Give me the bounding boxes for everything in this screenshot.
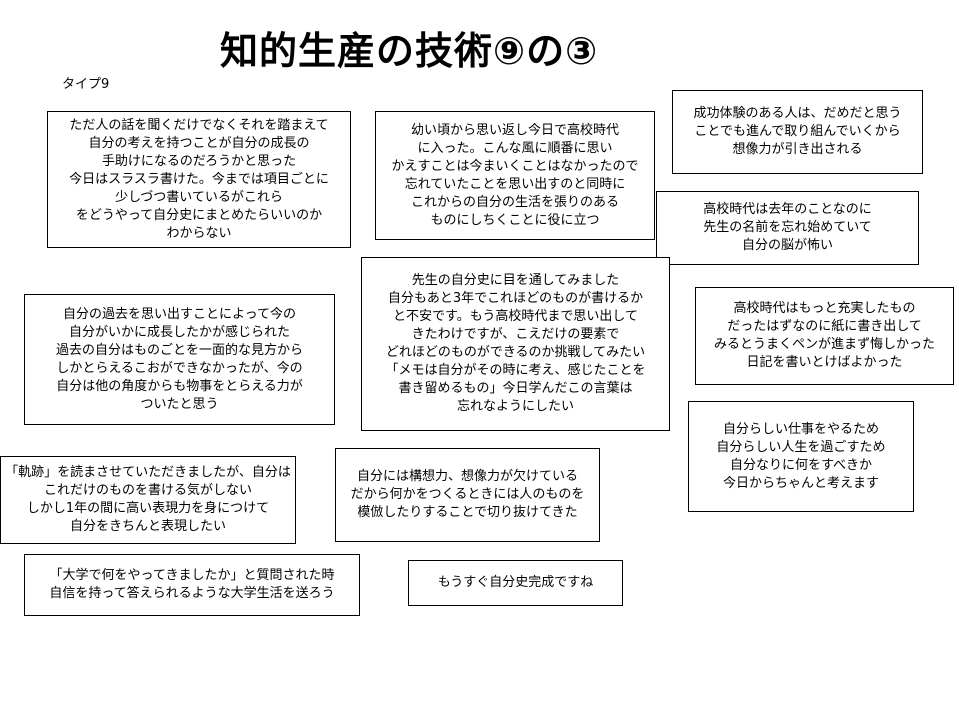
note-line: きたわけですが、こえだけの要素で — [411, 327, 620, 342]
note-line: 自分の脳が怖い — [741, 238, 833, 253]
note-box-9: 「軌跡」を読まさせていただきましたが、自分はこれだけのものを書ける気がしないしか… — [0, 456, 296, 544]
note-line: 自分は他の角度からも物事をとらえる力が — [56, 378, 303, 394]
note-line: 過去の自分はものごとを一面的な見方から — [55, 342, 303, 358]
note-line: 自分には構想力、想像力が欠けている — [356, 469, 578, 484]
note-line: どれほどのものができるのか挑戦してみたい — [385, 345, 646, 360]
note-line: かえすことは今まいくことはなかったので — [391, 158, 639, 174]
note-box-2: 幼い頃から思い返し今日で高校時代に入った。こんな風に順番に思いかえすことは今まい… — [375, 111, 655, 240]
note-line: 先生の名前を忘れ始めていて — [703, 220, 872, 235]
note-line: ことでも進んで取り組んでいくから — [694, 124, 901, 139]
note-line: だから何かをつくるときには人のものを — [350, 487, 585, 502]
note-box-4: 高校時代は去年のことなのに先生の名前を忘れ始めていて自分の脳が怖い — [656, 191, 919, 265]
note-line: 自分もあと3年でこれほどのものが書けるか — [387, 291, 644, 306]
note-line: 成功体験のある人は、だめだと思う — [693, 106, 902, 121]
note-box-1: ただ人の話を聞くだけでなくそれを踏まえて自分の考えを持つことが自分の成長の手助け… — [47, 111, 351, 248]
note-line: 自分らしい人生を過ごすため — [716, 439, 886, 455]
note-line: 自分をきちんと表現したい — [69, 519, 226, 534]
note-line: 先生の自分史に目を通してみました — [411, 273, 620, 288]
note-line: 模倣したりすることで切り抜けてきた — [357, 505, 578, 520]
note-line: 想像力が引き出される — [732, 142, 863, 157]
note-box-7: 高校時代はもっと充実したものだったはずなのに紙に書き出してみるとうまくペンが進ま… — [695, 287, 954, 385]
note-line: ついたと思う — [140, 396, 219, 412]
note-line: 幼い頃から思い返し今日で高校時代 — [410, 122, 619, 138]
note-line: これだけのものを書ける気がしない — [43, 483, 252, 498]
note-line: 「軌跡」を読まさせていただきましたが、自分は — [5, 465, 291, 480]
note-line: 少しづつ書いているがこれら — [115, 189, 283, 205]
note-box-3: 成功体験のある人は、だめだと思うことでも進んで取り組んでいくから想像力が引き出さ… — [672, 90, 923, 174]
note-line: 「大学で何をやってきましたか」と質問された時 — [49, 568, 335, 583]
note-line: 自分らしい仕事をやるため — [722, 421, 879, 437]
note-line: 手助けになるのだろうかと思った — [101, 153, 297, 169]
note-line: に入った。こんな風に順番に思い — [417, 140, 613, 156]
note-box-10: 自分には構想力、想像力が欠けているだから何かをつくるときには人のものを模倣したり… — [335, 448, 600, 542]
note-line: 自分なりに何をすべきか — [729, 457, 873, 473]
note-line: 高校時代は去年のことなのに — [703, 202, 872, 217]
type-label: タイプ9 — [62, 77, 110, 92]
note-line: だったはずなのに紙に書き出して — [727, 319, 922, 334]
note-line: をどうやって自分史にまとめたらいいのか — [75, 207, 323, 223]
note-line: 今日からちゃんと考えます — [722, 475, 879, 491]
note-box-11: 「大学で何をやってきましたか」と質問された時自信を持って答えられるような大学生活… — [24, 554, 360, 616]
note-line: しかし1年の間に高い表現力を身につけて — [26, 501, 270, 516]
note-box-8: 自分らしい仕事をやるため自分らしい人生を過ごすため自分なりに何をすべきか今日から… — [688, 401, 914, 512]
note-line: わからない — [166, 225, 232, 241]
note-line: 自分の過去を思い出すことによって今の — [63, 306, 296, 322]
note-line: 忘れなようにしたい — [456, 399, 574, 414]
note-line: ものにしちくことに役に立つ — [430, 212, 600, 228]
note-line: 自分がいかに成長したかが感じられた — [68, 324, 290, 340]
note-box-6: 自分の過去を思い出すことによって今の自分がいかに成長したかが感じられた過去の自分… — [24, 294, 335, 425]
note-line: みるとうまくペンが進まず悔しかった — [713, 337, 935, 352]
note-line: 日記を書いとけばよかった — [746, 355, 903, 370]
note-line: と不安です。もう高校時代まで思い出して — [393, 309, 638, 324]
note-box-5: 先生の自分史に目を通してみました自分もあと3年でこれほどのものが書けるかと不安で… — [361, 257, 670, 431]
note-box-12: もうすぐ自分史完成ですね — [408, 560, 623, 606]
page-title: 知的生産の技術⑨の③ — [220, 29, 599, 73]
note-line: 高校時代はもっと充実したもの — [733, 301, 916, 316]
note-line: もうすぐ自分史完成ですね — [437, 575, 594, 590]
note-line: 自信を持って答えられるような大学生活を送ろう — [49, 586, 335, 601]
note-line: 「メモは自分がその時に考え、感じたことを — [385, 363, 646, 378]
note-line: ただ人の話を聞くだけでなくそれを踏まえて — [69, 117, 329, 133]
note-line: 忘れていたことを思い出すのと同時に — [404, 176, 626, 192]
note-line: 自分の考えを持つことが自分の成長の — [88, 135, 310, 151]
note-line: 書き留めるもの」今日学んだこの言葉は — [398, 381, 633, 396]
note-line: 今日はスラスラ書けた。今までは項目ごとに — [69, 171, 329, 187]
note-line: しかとらえるこおができなかったが、今の — [56, 360, 303, 376]
note-line: これからの自分の生活を張りのある — [410, 194, 619, 210]
